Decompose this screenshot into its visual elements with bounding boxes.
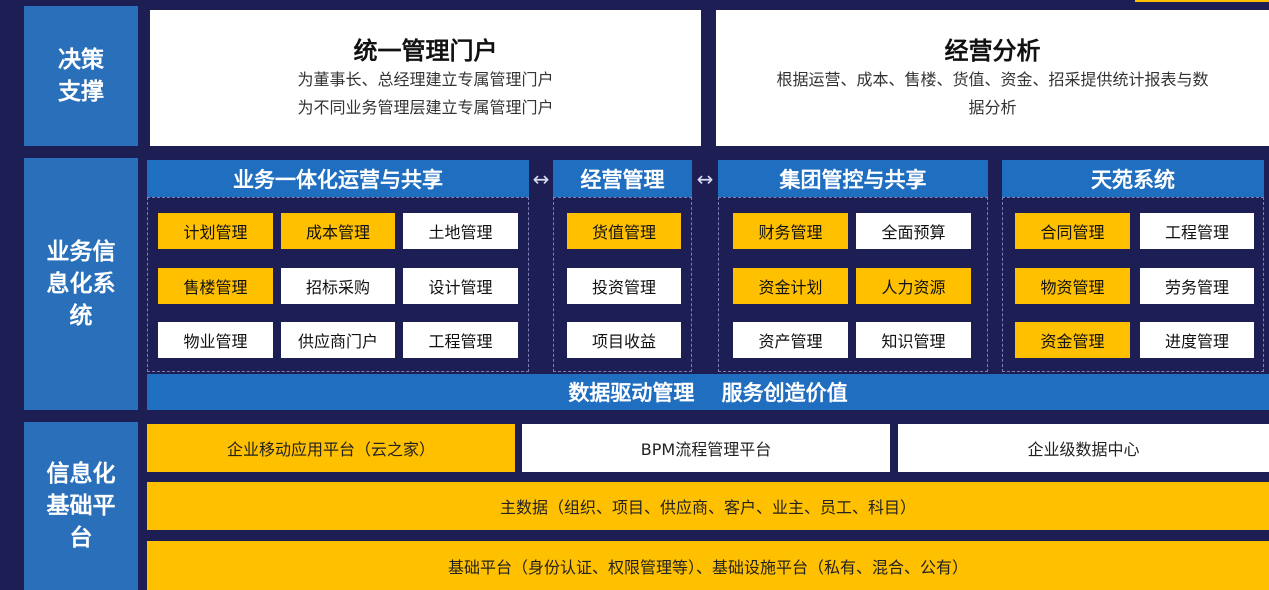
module-chip[interactable]: 人力资源: [856, 268, 971, 304]
module-chip[interactable]: 知识管理: [856, 322, 971, 358]
module-chip[interactable]: 工程管理: [1140, 213, 1254, 249]
panel-tianyuan: [1002, 197, 1264, 372]
row-label-business: 业务信息化系统: [24, 158, 138, 410]
row-label-text: 台: [69, 525, 93, 551]
row-label-text: 统: [69, 303, 93, 329]
module-chip[interactable]: 全面预算: [856, 213, 971, 249]
group-header-tianyuan: 天苑系统: [1002, 160, 1264, 197]
panel-mgmt: [553, 197, 692, 372]
row-label-text: 信息化: [46, 461, 116, 487]
group-header-mgmt: 经营管理: [553, 160, 692, 197]
row-label-decision: 决策支撑: [24, 6, 138, 146]
module-chip[interactable]: 成本管理: [281, 213, 395, 249]
module-chip[interactable]: 土地管理: [403, 213, 518, 249]
module-chip[interactable]: 资金管理: [1015, 322, 1130, 358]
bidirectional-arrow-icon: ↔: [696, 166, 714, 191]
top-accent-mark: [1135, 0, 1269, 2]
analysis-desc-line: 据分析: [968, 98, 1017, 117]
portal-title: 统一管理门户: [353, 37, 498, 65]
row-label-text: 支撑: [58, 79, 104, 105]
module-chip[interactable]: 招标采购: [281, 268, 395, 304]
platform-master-data[interactable]: 主数据（组织、项目、供应商、客户、业主、员工、科目）: [147, 482, 1269, 530]
platform-bpm[interactable]: BPM流程管理平台: [522, 424, 890, 472]
module-chip[interactable]: 物业管理: [158, 322, 273, 358]
data-driven-banner: 数据驱动管理 服务创造价值: [147, 374, 1269, 410]
portal-desc-line: 为不同业务管理层建立专属管理门户: [297, 98, 554, 117]
module-chip[interactable]: 货值管理: [567, 213, 681, 249]
platform-base[interactable]: 基础平台（身份认证、权限管理等）、基础设施平台（私有、混合、公有）: [147, 541, 1269, 590]
module-chip[interactable]: 资金计划: [733, 268, 848, 304]
group-header-group: 集团管控与共享: [718, 160, 988, 197]
module-chip[interactable]: 财务管理: [733, 213, 848, 249]
module-chip[interactable]: 供应商门户: [281, 322, 395, 358]
row-label-text: 息化系: [46, 271, 116, 297]
row-label-infra: 信息化基础平台: [24, 422, 138, 590]
platform-datacenter[interactable]: 企业级数据中心: [898, 424, 1269, 472]
module-chip[interactable]: 合同管理: [1015, 213, 1130, 249]
row-label-text: 决策: [58, 47, 104, 73]
module-chip[interactable]: 设计管理: [403, 268, 518, 304]
analysis-box[interactable]: 经营分析 根据运营、成本、售楼、货值、资金、招采提供统计报表与数 据分析: [716, 10, 1269, 146]
module-chip[interactable]: 售楼管理: [158, 268, 273, 304]
module-chip[interactable]: 物资管理: [1015, 268, 1130, 304]
analysis-title: 经营分析: [944, 37, 1041, 65]
module-chip[interactable]: 工程管理: [403, 322, 518, 358]
group-header-ops: 业务一体化运营与共享: [147, 160, 529, 197]
row-label-text: 业务信: [46, 239, 116, 265]
module-chip[interactable]: 资产管理: [733, 322, 848, 358]
portal-desc-line: 为董事长、总经理建立专属管理门户: [297, 70, 554, 89]
panel-group: [718, 197, 988, 372]
bidirectional-arrow-icon: ↔: [532, 166, 550, 191]
module-chip[interactable]: 计划管理: [158, 213, 273, 249]
module-chip[interactable]: 进度管理: [1140, 322, 1254, 358]
module-chip[interactable]: 劳务管理: [1140, 268, 1254, 304]
panel-ops: [147, 197, 529, 372]
portal-box[interactable]: 统一管理门户 为董事长、总经理建立专属管理门户 为不同业务管理层建立专属管理门户: [150, 10, 701, 146]
platform-mobile[interactable]: 企业移动应用平台（云之家）: [147, 424, 515, 472]
analysis-desc-line: 根据运营、成本、售楼、货值、资金、招采提供统计报表与数: [776, 70, 1209, 89]
module-chip[interactable]: 投资管理: [567, 268, 681, 304]
module-chip[interactable]: 项目收益: [567, 322, 681, 358]
row-label-text: 基础平: [46, 493, 116, 519]
